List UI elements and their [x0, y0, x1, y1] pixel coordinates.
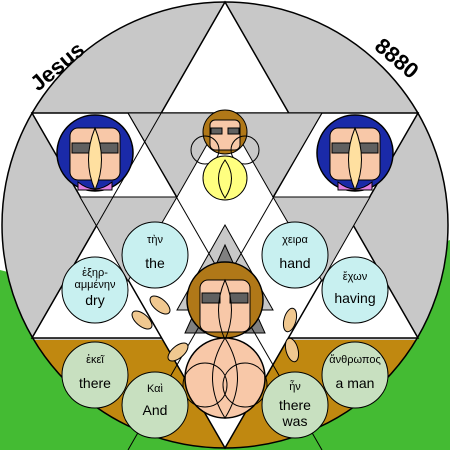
word-hand: χειρα hand — [261, 221, 329, 289]
greek-word: ἐκεῖ — [86, 354, 105, 366]
greek-word-line2: αμμένην — [74, 279, 116, 291]
word-the: τὴν the — [121, 221, 189, 289]
english-word: there — [279, 397, 311, 413]
face-right — [316, 114, 394, 192]
word-dry: ἐξηρ- αμμένην dry — [61, 256, 129, 324]
greek-word: ἔχων — [343, 271, 368, 283]
english-word: And — [143, 402, 168, 418]
english-word: hand — [279, 255, 310, 271]
word-there: ἐκεῖ there — [61, 341, 129, 409]
english-word-line2: was — [282, 413, 308, 429]
greek-word: Καὶ — [147, 383, 164, 395]
word-a-man: ἄνθρωπος a man — [321, 341, 389, 409]
greek-word: τὴν — [147, 234, 163, 246]
vesica-chain-left — [131, 295, 189, 362]
word-there-was: ἦν there was — [261, 371, 329, 439]
vesica-chain-right — [282, 307, 300, 363]
face-left — [56, 114, 134, 192]
face-center — [182, 261, 268, 419]
english-word: dry — [85, 292, 104, 308]
greek-word: ἦν — [289, 380, 301, 393]
english-word: there — [79, 375, 111, 391]
greek-word: ἄνθρωπος — [329, 354, 381, 366]
english-word: a man — [336, 375, 375, 391]
word-having: ἔχων having — [321, 256, 389, 324]
greek-word: χειρα — [282, 234, 308, 246]
word-and: Καὶ And — [121, 371, 189, 439]
english-word: having — [334, 290, 375, 306]
greek-word: ἐξηρ- — [82, 267, 108, 279]
english-word: the — [145, 255, 165, 271]
face-top-center — [190, 109, 260, 201]
